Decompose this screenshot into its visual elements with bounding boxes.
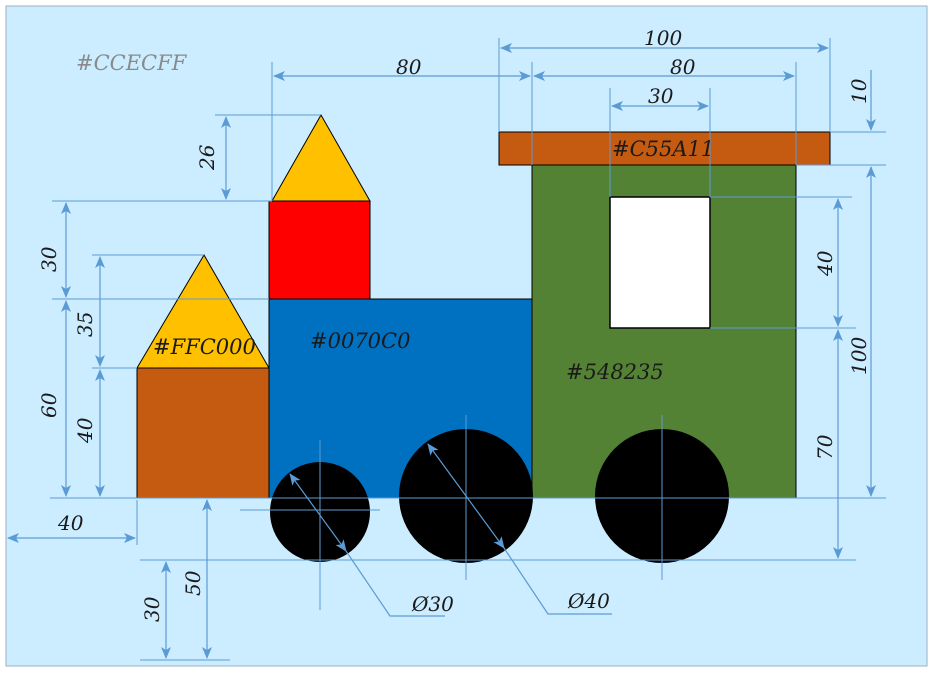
dim-left-block-height: 40 <box>73 417 97 444</box>
cab-color-label: #548235 <box>566 360 664 384</box>
left-chimney-triangle <box>136 254 270 369</box>
dim-cab-width: 80 <box>670 55 696 79</box>
dim-body-top-width: 80 <box>396 55 422 79</box>
color-labels: #FFC000 #0070C0 #548235 #C55A11 <box>153 137 714 384</box>
dim-line-small-wheel-diameter <box>289 473 347 552</box>
dimension-labels: 100 80 80 30 10 100 40 70 26 30 60 35 40… <box>37 26 871 622</box>
dim-roof-height: 10 <box>847 78 871 104</box>
leader-small-wheel <box>345 550 445 617</box>
dim-cab-height: 100 <box>847 337 871 375</box>
roof-block <box>498 131 831 166</box>
dim-chimney-offset: 30 <box>37 246 61 272</box>
leader-big-wheel <box>503 547 612 615</box>
dim-top-triangle-height: 26 <box>195 144 219 171</box>
dim-window-width: 30 <box>648 84 674 108</box>
dim-line-big-wheel-diameter <box>427 443 505 549</box>
dim-small-wheel-diameter: Ø30 <box>411 592 454 616</box>
dim-cab-lower-height: 70 <box>813 434 837 460</box>
roof-color-label: #C55A11 <box>612 137 714 161</box>
dim-window-height: 40 <box>813 250 837 277</box>
dim-bottom-offset-50: 50 <box>181 570 205 596</box>
body-color-label: #0070C0 <box>310 329 410 353</box>
dim-left-total-height: 60 <box>37 392 61 418</box>
dim-bottom-offset-30: 30 <box>140 596 164 622</box>
red-block <box>268 200 371 300</box>
cab-window <box>609 196 711 329</box>
dim-left-triangle-height: 35 <box>73 312 97 337</box>
extension-lines <box>50 38 886 661</box>
dim-left-offset: 40 <box>57 511 84 535</box>
background-color-label: #CCECFF <box>76 51 188 75</box>
top-chimney-triangle <box>271 113 371 202</box>
dim-cab-total-width: 100 <box>644 26 682 50</box>
chimney-color-label: #FFC000 <box>153 335 256 359</box>
left-block <box>136 367 270 499</box>
dim-big-wheel-diameter: Ø40 <box>567 589 610 613</box>
dimension-arrows <box>7 43 876 659</box>
